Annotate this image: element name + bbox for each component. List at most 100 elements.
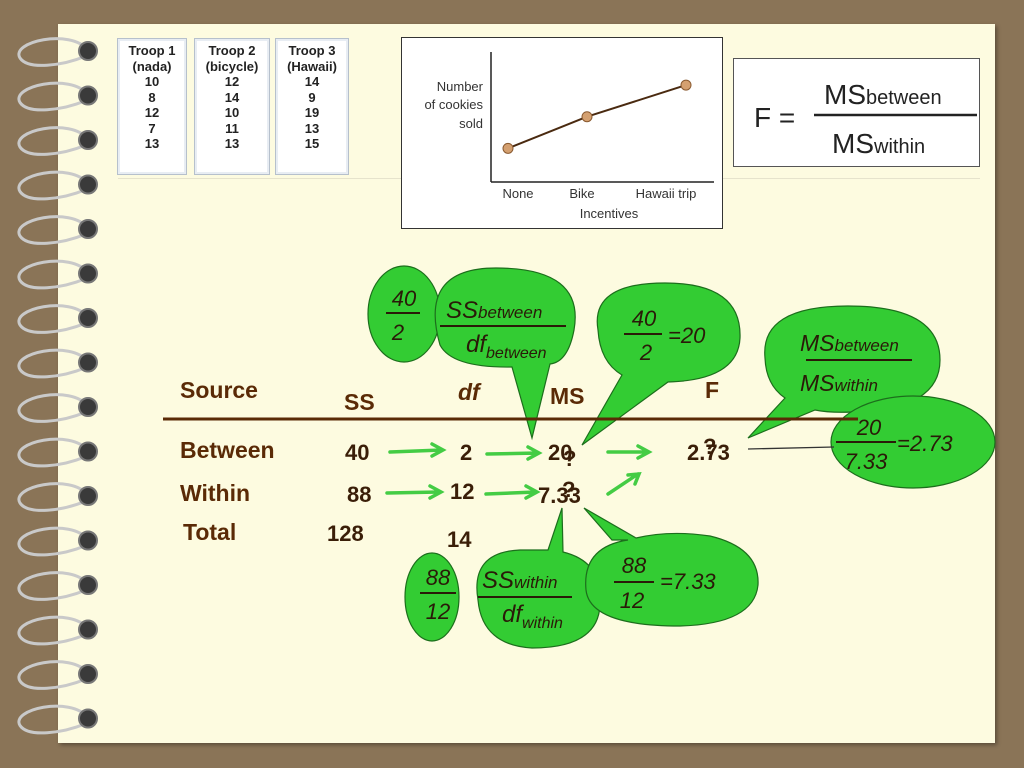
arrow-ms-within-to-f (606, 471, 642, 496)
bubble-den-main: df (466, 331, 488, 358)
bubble-den-sub: within (522, 615, 563, 632)
between-ss: 40 (345, 440, 370, 465)
total-ss: 128 (327, 521, 364, 546)
bubble-num-sub: within (514, 573, 557, 592)
spiral-ring (17, 304, 90, 334)
bubble-num: 88 (426, 565, 451, 590)
spiral-ring (17, 571, 90, 601)
spiral-hole (78, 130, 98, 150)
within-ms-question: ? (562, 477, 576, 502)
chart-tick-label: Hawaii trip (636, 186, 697, 201)
bubble-den-sub: between (486, 345, 547, 362)
troop-value: 7 (148, 120, 156, 136)
spiral-ring (17, 259, 90, 290)
spiral-ring (17, 170, 90, 201)
spiral-ring (17, 437, 90, 468)
bubble-result: =20 (668, 323, 706, 348)
troop-value: 11 (225, 120, 239, 136)
troop-value: 15 (304, 136, 320, 151)
chart-xlabel: Incentives (580, 206, 639, 221)
ss-between-formula-bubble (434, 267, 576, 441)
spiral-ring (17, 393, 90, 423)
troop-value: 12 (224, 74, 240, 89)
chart-ylabel-line: Number (437, 79, 484, 94)
chart-tick-label: Bike (569, 186, 594, 201)
chart-tick-label: None (502, 186, 533, 201)
bubble-formula-den: MSwithin (800, 370, 878, 396)
spiral-hole (78, 708, 98, 729)
bubble-formula-den: dfbetween (466, 331, 547, 362)
f-calc-bubble (830, 395, 996, 489)
bubble-den-sub: within (835, 376, 878, 395)
troop-value: 10 (144, 74, 160, 89)
bubble-num-sub: between (478, 303, 542, 322)
f-connector-line (747, 446, 835, 450)
spiral-hole (78, 308, 98, 328)
chart-point (680, 79, 692, 91)
spiral-ring (17, 704, 90, 735)
spiral-ring (17, 215, 90, 245)
bubble-num: 40 (392, 286, 417, 311)
between-ms-question: ? (563, 446, 577, 471)
bubble-den: 7.33 (845, 449, 889, 474)
chart-ylabel-line: sold (459, 116, 483, 131)
ss-within-fraction-bubble (404, 552, 460, 642)
spiral-hole (78, 85, 98, 106)
spiral-hole (78, 441, 98, 462)
spiral-ring (17, 615, 90, 646)
bubble-num: 20 (856, 415, 882, 440)
header-df: df (458, 379, 480, 405)
cookies-chart: Number of cookies sold None Bike Hawaii … (401, 37, 723, 229)
f-formula-box: F = MSbetween MSwithin (733, 58, 980, 167)
spiral-hole (78, 352, 98, 373)
total-df: 14 (447, 527, 472, 552)
troop-value: 8 (148, 89, 156, 105)
header-ss: SS (344, 389, 375, 415)
between-f-question: ? (703, 434, 717, 459)
formula-num-sub: between (866, 87, 942, 109)
troop-value: 10 (224, 105, 240, 120)
troop-value: 9 (308, 89, 316, 105)
troop-value: 12 (144, 105, 160, 120)
spiral-hole (78, 664, 98, 684)
between-df: 2 (460, 440, 473, 465)
spiral-hole (78, 263, 98, 284)
row-between-label: Between (180, 437, 275, 463)
bubble-num-main: SS (446, 297, 478, 324)
formula-lhs: F = (754, 102, 795, 133)
troop-value: 14 (304, 74, 320, 89)
spiral-binding (17, 37, 98, 735)
bubble-num-main: MS (800, 330, 835, 356)
within-df: 12 (450, 479, 475, 504)
spiral-hole (78, 619, 98, 640)
troop-1-table: Troop 1 (nada) 10 8 12 7 13 (117, 38, 187, 175)
spiral-hole (78, 41, 98, 61)
formula-denominator: MSwithin (832, 128, 925, 159)
spiral-ring (17, 126, 90, 156)
spiral-ring (17, 660, 90, 690)
bubble-result: =2.73 (897, 431, 953, 456)
chart-point (581, 111, 593, 123)
ms-between-calc-bubble (581, 282, 741, 446)
formula-num-main: MS (824, 79, 866, 110)
bubble-num-sub: between (835, 336, 899, 355)
troop-name: Troop 1 (128, 43, 176, 58)
bubble-den-main: df (502, 601, 524, 628)
bubble-num: 88 (622, 553, 647, 578)
spiral-hole (78, 174, 98, 195)
chart-ylabel-line: of cookies (424, 97, 483, 112)
spiral-hole (78, 219, 98, 239)
bubble-formula-num: SSwithin (482, 567, 557, 594)
bubble-formula-den: dfwithin (502, 601, 563, 632)
between-ms: 20 (548, 440, 573, 465)
bubble-den: 12 (620, 588, 644, 613)
spiral-ring (17, 526, 90, 557)
troop-name: Troop 2 (208, 43, 256, 58)
formula-den-sub: within (873, 136, 925, 158)
spiral-hole (78, 575, 98, 595)
troop-2-table: Troop 2 (bicycle) 12 14 10 11 13 (194, 38, 270, 175)
within-ms: 7.33 (538, 483, 581, 508)
troop-3-table: Troop 3 (Hawaii) 14 9 19 13 15 (275, 38, 349, 175)
ms-within-calc-bubble (583, 507, 759, 627)
